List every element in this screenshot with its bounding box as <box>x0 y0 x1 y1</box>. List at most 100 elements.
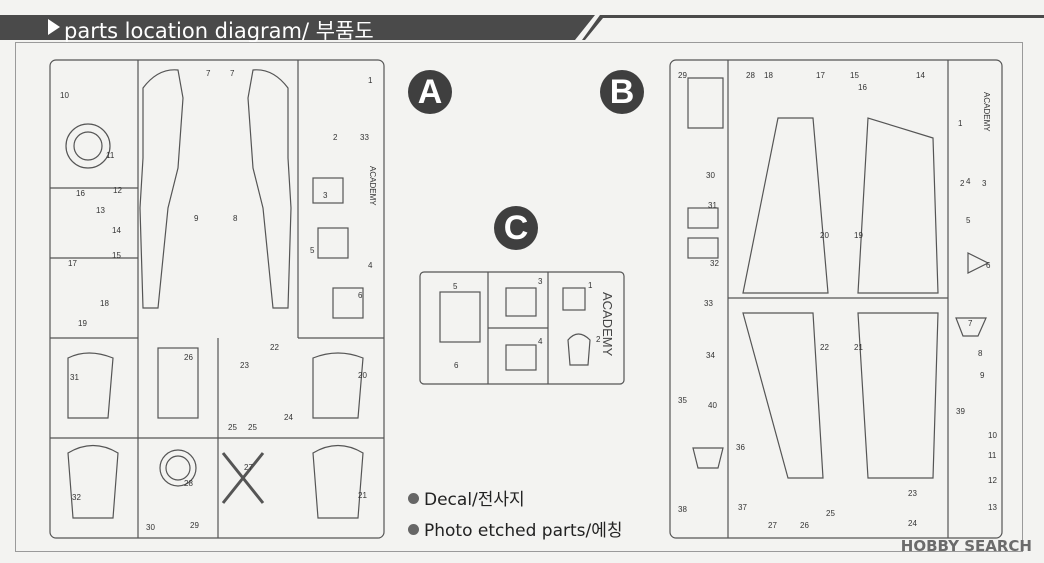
sprue-c: 1 2 3 4 5 6 ACADEMY <box>418 270 628 388</box>
svg-text:35: 35 <box>678 396 687 405</box>
svg-text:10: 10 <box>988 431 997 440</box>
svg-text:16: 16 <box>858 83 867 92</box>
svg-text:20: 20 <box>820 231 829 240</box>
svg-text:30: 30 <box>146 523 155 532</box>
svg-text:32: 32 <box>72 493 81 502</box>
svg-text:1: 1 <box>588 281 593 290</box>
svg-text:3: 3 <box>538 277 543 286</box>
svg-text:13: 13 <box>988 503 997 512</box>
bullet-icon <box>408 523 419 535</box>
svg-text:26: 26 <box>184 353 193 362</box>
sprue-a-letter: A <box>408 70 452 114</box>
svg-text:27: 27 <box>244 463 253 472</box>
svg-text:23: 23 <box>908 489 917 498</box>
legend-decal: Decal/전사지 <box>408 485 525 510</box>
svg-text:15: 15 <box>850 71 859 80</box>
svg-text:31: 31 <box>708 201 717 210</box>
svg-text:15: 15 <box>112 251 121 260</box>
legend-decal-label: Decal/전사지 <box>424 490 525 510</box>
svg-text:2: 2 <box>333 133 338 142</box>
svg-text:38: 38 <box>678 505 687 514</box>
svg-text:3: 3 <box>323 191 328 200</box>
svg-text:5: 5 <box>310 246 315 255</box>
sprue-b-brand: ACADEMY <box>982 92 991 132</box>
svg-text:8: 8 <box>978 349 983 358</box>
svg-text:5: 5 <box>966 216 971 225</box>
header-arrow-icon <box>48 19 60 35</box>
sprue-c-brand: ACADEMY <box>600 292 615 357</box>
svg-text:24: 24 <box>908 519 917 528</box>
svg-text:1: 1 <box>958 119 963 128</box>
svg-text:18: 18 <box>764 71 773 80</box>
svg-text:36: 36 <box>736 443 745 452</box>
svg-text:30: 30 <box>706 171 715 180</box>
svg-text:10: 10 <box>60 91 69 100</box>
svg-text:14: 14 <box>916 71 925 80</box>
svg-text:12: 12 <box>113 186 122 195</box>
svg-text:29: 29 <box>678 71 687 80</box>
header-shape <box>0 15 1044 40</box>
sprue-c-letter: C <box>494 206 538 250</box>
svg-text:9: 9 <box>980 371 985 380</box>
svg-text:2: 2 <box>960 179 965 188</box>
svg-text:33: 33 <box>360 133 369 142</box>
svg-text:20: 20 <box>358 371 367 380</box>
svg-text:6: 6 <box>986 261 991 270</box>
svg-text:22: 22 <box>270 343 279 352</box>
svg-text:5: 5 <box>453 282 458 291</box>
svg-text:1: 1 <box>368 76 373 85</box>
sprue-b-letter: B <box>600 70 644 114</box>
svg-text:11: 11 <box>106 151 115 160</box>
svg-text:4: 4 <box>966 177 971 186</box>
legend-photo-etch-label: Photo etched parts/에칭 <box>424 521 623 541</box>
svg-text:21: 21 <box>358 491 367 500</box>
svg-text:28: 28 <box>184 479 193 488</box>
svg-text:6: 6 <box>454 361 459 370</box>
svg-text:21: 21 <box>854 343 863 352</box>
svg-text:26: 26 <box>800 521 809 530</box>
sprue-a-brand: ACADEMY <box>368 166 377 206</box>
svg-text:39: 39 <box>956 407 965 416</box>
svg-text:37: 37 <box>738 503 747 512</box>
svg-text:23: 23 <box>240 361 249 370</box>
svg-text:25: 25 <box>228 423 237 432</box>
bullet-icon <box>408 492 419 504</box>
svg-text:2: 2 <box>596 335 601 344</box>
svg-text:4: 4 <box>538 337 543 346</box>
header-band: parts location diagram/ 부품도 <box>0 0 1044 43</box>
svg-text:29: 29 <box>190 521 199 530</box>
svg-text:24: 24 <box>284 413 293 422</box>
svg-text:11: 11 <box>988 451 997 460</box>
svg-text:7: 7 <box>968 319 973 328</box>
svg-text:12: 12 <box>988 476 997 485</box>
svg-text:34: 34 <box>706 351 715 360</box>
svg-text:6: 6 <box>358 291 363 300</box>
svg-text:16: 16 <box>76 189 85 198</box>
svg-text:14: 14 <box>112 226 121 235</box>
sprue-c-drawing: 1 2 3 4 5 6 <box>419 271 625 385</box>
svg-text:25: 25 <box>826 509 835 518</box>
svg-text:33: 33 <box>704 299 713 308</box>
svg-text:7: 7 <box>206 69 211 78</box>
svg-text:17: 17 <box>816 71 825 80</box>
svg-text:28: 28 <box>746 71 755 80</box>
svg-text:32: 32 <box>710 259 719 268</box>
svg-text:18: 18 <box>100 299 109 308</box>
svg-text:22: 22 <box>820 343 829 352</box>
svg-text:19: 19 <box>854 231 863 240</box>
page-title: parts location diagram/ 부품도 <box>64 19 374 43</box>
svg-text:4: 4 <box>368 261 373 270</box>
legend-photo-etch: Photo etched parts/에칭 <box>408 516 623 541</box>
svg-text:13: 13 <box>96 206 105 215</box>
svg-text:9: 9 <box>194 214 199 223</box>
svg-text:7: 7 <box>230 69 235 78</box>
watermark: HOBBY SEARCH <box>900 537 1032 555</box>
svg-text:3: 3 <box>982 179 987 188</box>
svg-text:19: 19 <box>78 319 87 328</box>
svg-text:31: 31 <box>70 373 79 382</box>
svg-text:17: 17 <box>68 259 77 268</box>
